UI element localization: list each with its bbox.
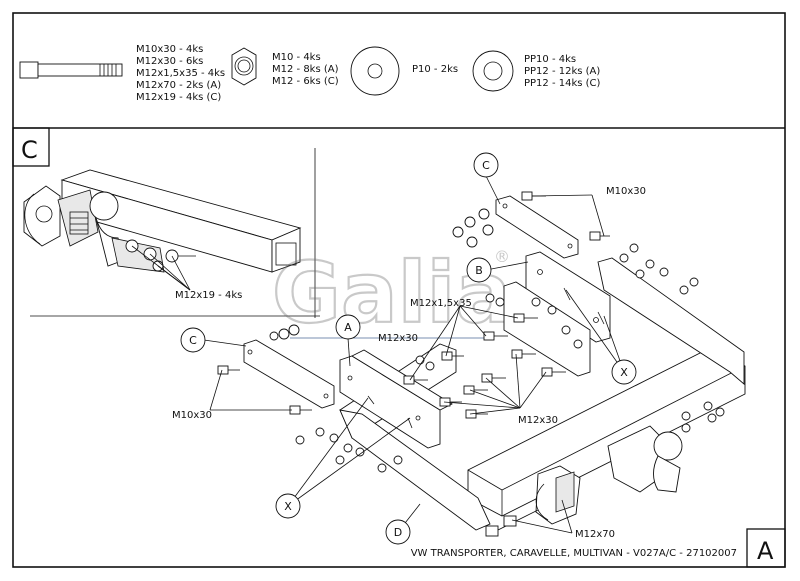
inset-letter: C [21, 136, 38, 164]
footer-caption: VW TRANSPORTER, CARAVELLE, MULTIVAN - V0… [411, 548, 737, 559]
marker-c-left: C [180, 327, 206, 353]
svg-text:C: C [482, 159, 490, 172]
legend-nut-2: M12 - 6ks (C) [272, 76, 339, 87]
legend-bolt-1: M12x30 - 6ks [136, 56, 203, 67]
legend-bolt-3: M12x70 - 2ks (A) [136, 80, 221, 91]
marker-a: A [335, 314, 361, 340]
legend-washer-p-0: P10 - 2ks [412, 64, 458, 75]
legend-bolt-4: M12x19 - 4ks (C) [136, 92, 221, 103]
legend-bolt-0: M10x30 - 4ks [136, 44, 203, 55]
main-drawing [203, 175, 746, 537]
svg-text:X: X [620, 366, 628, 379]
watermark-mark: ® [494, 247, 510, 266]
legend-washer-pp-2: PP12 - 14ks (C) [524, 78, 601, 89]
outer-frame [12, 12, 786, 568]
legend-washer-p-icon [350, 46, 400, 96]
marker-x-left: X [275, 493, 301, 519]
legend-washer-pp-1: PP12 - 12ks (A) [524, 66, 600, 77]
label-m12x30-right: M12x30 [518, 415, 558, 426]
inset-letter-box [12, 127, 50, 167]
legend-washer-pp-icon [472, 50, 514, 92]
legend-nut-icon [231, 47, 257, 86]
label-m10x30-top: M10x30 [606, 186, 646, 197]
legend-washer-pp-0: PP10 - 4ks [524, 54, 576, 65]
corner-letter-box [746, 528, 786, 568]
label-m10x30-left: M10x30 [172, 410, 212, 421]
legend-bolt-icon [19, 61, 123, 79]
inset-drawing [23, 169, 302, 291]
legend-nut-1: M12 - 8ks (A) [272, 64, 339, 75]
label-m12x30-top: M12x30 [378, 333, 418, 344]
label-m12x15x35: M12x1,5x35 [410, 298, 472, 309]
corner-letter: A [757, 537, 774, 565]
marker-x-right: X [611, 359, 637, 385]
marker-b: B [466, 257, 492, 283]
marker-c-top: C [473, 152, 499, 178]
svg-text:X: X [284, 500, 292, 513]
marker-d: D [385, 519, 411, 545]
label-m12x70: M12x70 [575, 529, 615, 540]
svg-text:B: B [475, 264, 483, 277]
legend-nut-0: M10 - 4ks [272, 52, 321, 63]
svg-text:C: C [189, 334, 197, 347]
svg-text:A: A [344, 321, 352, 334]
legend-bolt-2: M12x1,5x35 - 4ks [136, 68, 225, 79]
inset-bolt-label: M12x19 - 4ks [175, 290, 242, 301]
svg-text:D: D [394, 526, 402, 539]
